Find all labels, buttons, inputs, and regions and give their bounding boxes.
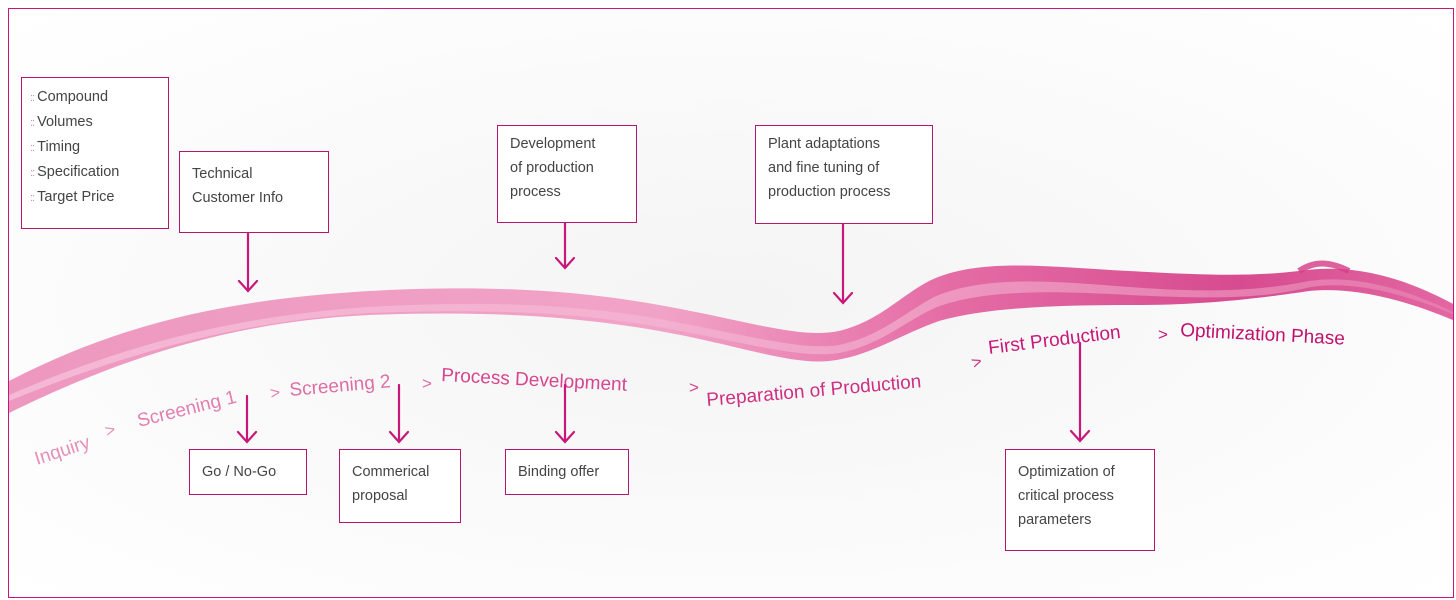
checklist-item: ::Timing	[30, 139, 81, 155]
arrow-plant	[832, 222, 854, 305]
stage-separator: >	[1158, 325, 1168, 344]
process-ribbon	[9, 260, 1453, 413]
arrow-optimization	[1069, 341, 1091, 443]
bullet-icon: ::	[30, 92, 35, 104]
checklist-item: ::Volumes	[30, 114, 93, 130]
bullet-icon: ::	[30, 192, 35, 204]
bullet-icon: ::	[30, 142, 35, 154]
box-go-no-go: Go / No-Go	[189, 449, 307, 495]
box-commercial-proposal: Commerical proposal	[339, 449, 461, 523]
arrow-binding	[554, 383, 576, 444]
box-binding-offer: Binding offer	[505, 449, 629, 495]
stage-labels: Inquiry > Screening 1 > Screening 2 > Pr…	[32, 320, 1345, 470]
connector-arrows	[236, 221, 1091, 444]
bullet-icon: ::	[30, 167, 35, 179]
bullet-icon: ::	[30, 117, 35, 129]
box-technical-customer-info: Technical Customer Info	[179, 151, 329, 233]
stage-separator: >	[269, 383, 282, 403]
checklist-item: ::Compound	[30, 89, 109, 105]
checklist-item: ::Target Price	[30, 189, 115, 205]
requirements-checklist: ::Compound ::Volumes ::Timing ::Specific…	[21, 77, 169, 229]
box-plant-adaptations: Plant adaptations and fine tuning of pro…	[755, 125, 933, 224]
checklist-item: ::Specification	[30, 164, 120, 180]
diagram-frame: Inquiry > Screening 1 > Screening 2 > Pr…	[8, 8, 1454, 598]
background-shading	[9, 9, 1453, 597]
stage-separator: >	[689, 378, 699, 397]
stage-separator: >	[422, 374, 432, 393]
arrow-development	[554, 221, 576, 270]
box-optimization-critical-parameters: Optimization of critical process paramet…	[1005, 449, 1155, 551]
ribbon-highlight	[9, 279, 1453, 401]
box-development-production-process: Development of production process	[497, 125, 637, 223]
arrow-commercial	[388, 383, 410, 444]
arrow-gonogo	[236, 394, 258, 444]
arrow-technical	[237, 231, 259, 293]
